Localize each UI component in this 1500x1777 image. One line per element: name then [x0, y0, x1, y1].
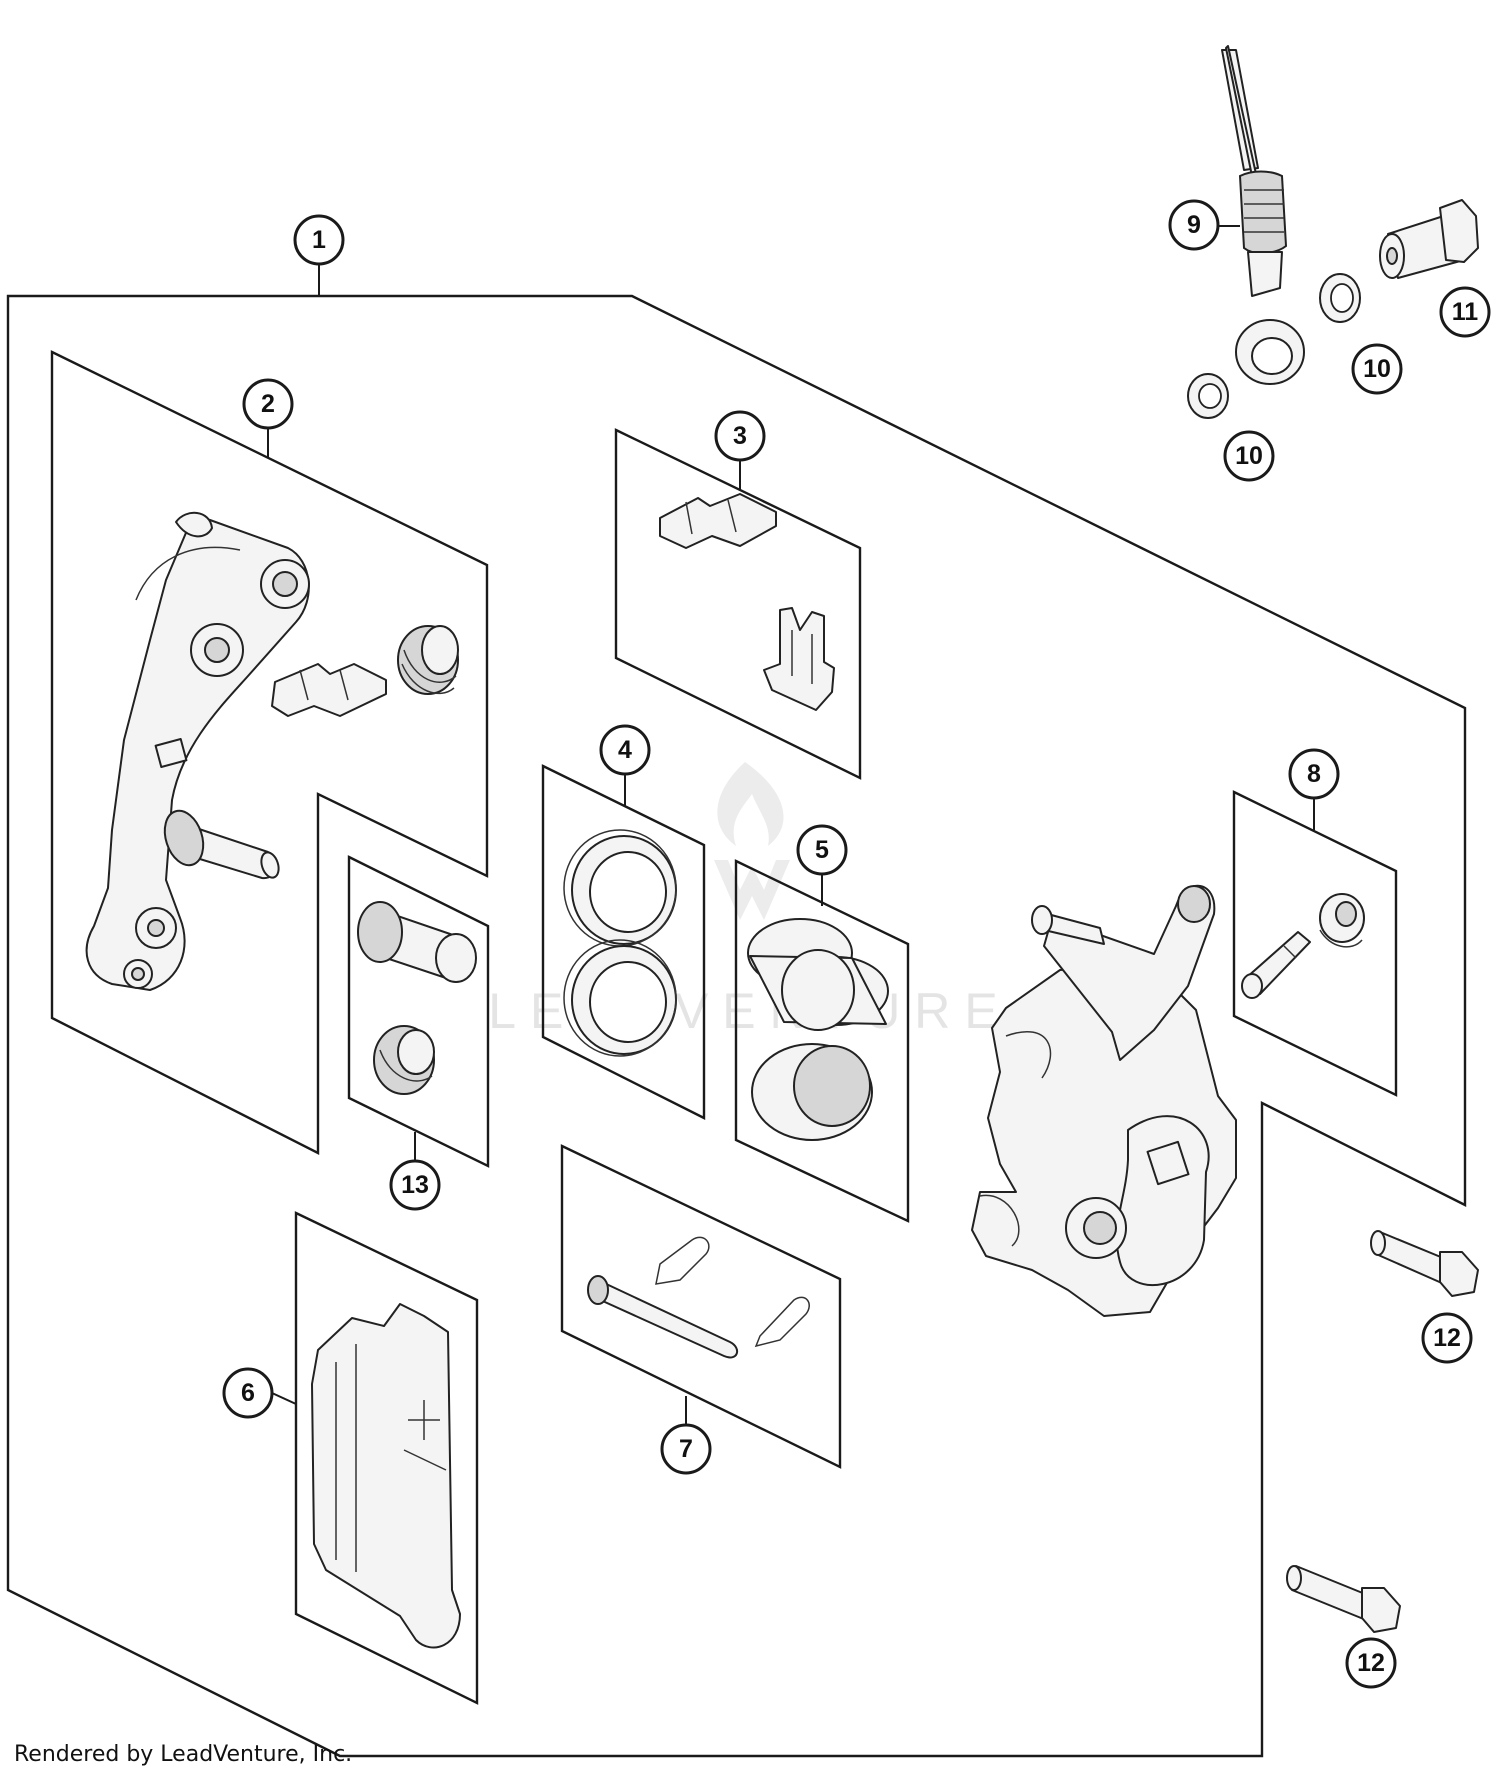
piston-seal-upper: [563, 829, 677, 947]
frame-13-outline: [347, 855, 490, 1168]
frame-7-outline: [560, 1144, 842, 1469]
piston-seal-lower: [563, 939, 677, 1057]
watermark: LEADVENTURE: [488, 762, 1012, 1039]
svg-text:10: 10: [1363, 355, 1391, 383]
svg-text:11: 11: [1452, 298, 1479, 326]
callout-12-lower: 12: [1345, 1637, 1397, 1689]
callout-5: 5: [796, 824, 848, 876]
svg-text:5: 5: [815, 836, 829, 864]
svg-text:6: 6: [241, 1379, 255, 1407]
pad-pin: [587, 1275, 739, 1359]
pad-spring: [271, 663, 387, 717]
callout-4: 4: [599, 724, 651, 776]
svg-text:8: 8: [1307, 760, 1321, 788]
svg-text:10: 10: [1235, 442, 1263, 470]
frame-2-outline: [50, 350, 489, 1155]
svg-text:1: 1: [312, 226, 326, 254]
bleed-screw-cap: [1319, 893, 1365, 948]
svg-text:12: 12: [1357, 1649, 1385, 1677]
svg-text:13: 13: [401, 1171, 429, 1199]
r-clip-lower: [754, 1296, 810, 1348]
svg-text:7: 7: [679, 1435, 693, 1463]
callout-11: 11: [1439, 286, 1491, 338]
watermark-text: LEADVENTURE: [488, 983, 1012, 1039]
pad-spring-set: [659, 493, 777, 549]
svg-text:4: 4: [618, 736, 632, 764]
frame-6-outline: [294, 1211, 479, 1705]
svg-text:9: 9: [1187, 211, 1201, 239]
slide-pin-with-boot: [357, 901, 477, 983]
callout-12-upper: 12: [1421, 1312, 1473, 1364]
callout-10-lower: 10: [1223, 430, 1275, 482]
frame-1-outline: [6, 294, 1467, 1758]
slide-pin: [163, 809, 280, 880]
piston-lower: [751, 1043, 873, 1141]
pad-retainer-clip: [763, 607, 835, 711]
render-credit: Rendered by LeadVenture, Inc.: [14, 1742, 353, 1767]
svg-text:3: 3: [733, 422, 747, 450]
frame-8-outline: [1232, 790, 1398, 1097]
frame-3-outline: [614, 428, 862, 780]
callout-10-upper: 10: [1351, 343, 1403, 395]
banjo-bolt: [1379, 199, 1479, 279]
callout-8: 8: [1288, 748, 1340, 800]
leader-lines: [267, 225, 1315, 1425]
r-clip-upper: [655, 1236, 710, 1285]
svg-text:12: 12: [1433, 1324, 1461, 1352]
bleed-screw: [1241, 931, 1311, 999]
callout-1: 1: [293, 214, 345, 266]
frame-5-outline: [734, 859, 910, 1223]
sealing-washer-lower: [1187, 373, 1229, 419]
brake-line: [1221, 45, 1305, 385]
frame-4-outline: [541, 764, 706, 1120]
sealing-washer-upper: [1319, 273, 1361, 323]
callout-9: 9: [1168, 199, 1220, 251]
svg-text:2: 2: [261, 390, 275, 418]
callout-3: 3: [714, 410, 766, 462]
callout-7: 7: [660, 1423, 712, 1475]
brake-caliper-body: [971, 885, 1237, 1317]
brake-pad-set: [311, 1303, 461, 1649]
dust-boot: [397, 625, 459, 695]
caliper-bracket: [85, 512, 310, 991]
boot: [373, 1025, 435, 1095]
piston-upper: [747, 918, 889, 1031]
mounting-bolt-upper: [1370, 1230, 1479, 1297]
callout-6: 6: [222, 1367, 274, 1419]
mounting-bolt-lower: [1286, 1565, 1401, 1633]
callout-2: 2: [242, 378, 294, 430]
callout-13: 13: [389, 1159, 441, 1211]
